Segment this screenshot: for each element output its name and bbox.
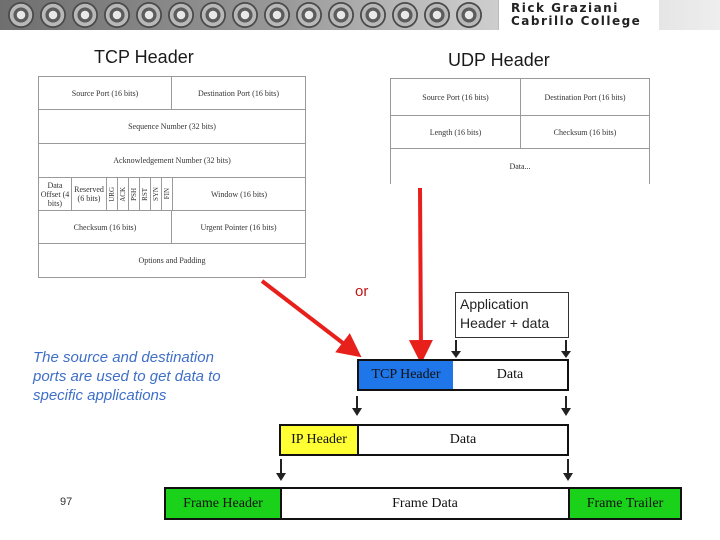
frame-header: Frame Header: [166, 489, 282, 518]
ip-packet: IP Header Data: [279, 424, 569, 456]
gear-icon: [232, 2, 258, 28]
tcp-options-field: Options and Padding: [38, 243, 306, 278]
application-header-label: Application Header + data: [455, 292, 569, 338]
connector-arrows: [276, 340, 573, 481]
author-box: Rick Graziani Cabrillo College: [498, 0, 659, 30]
ports-note: The source and destination ports are use…: [33, 349, 221, 404]
gear-icon: [8, 2, 34, 28]
udp-header-title: UDP Header: [448, 50, 550, 70]
gear-icon: [136, 2, 162, 28]
gear-icon: [328, 2, 354, 28]
gear-icon: [40, 2, 66, 28]
packet-data: Data: [449, 432, 477, 447]
author-name: Rick Graziani: [511, 1, 619, 15]
frame-data: Frame Data: [392, 495, 458, 511]
gear-icon: [200, 2, 226, 28]
gear-icon: [72, 2, 98, 28]
banner: Rick Graziani Cabrillo College: [0, 0, 720, 30]
gear-icon: [296, 2, 322, 28]
tcp-header-title: TCP Header: [94, 47, 194, 67]
or-label: or: [355, 283, 369, 300]
author-college: Cabrillo College: [511, 14, 642, 28]
slide-number: 97: [60, 496, 73, 508]
gear-icon: [104, 2, 130, 28]
red-arrow-tcp: [260, 279, 362, 358]
tcp-segment: TCP Header Data: [357, 359, 569, 391]
gear-icon: [264, 2, 290, 28]
data-frame: Frame Header Frame Data Frame Trailer: [164, 487, 682, 520]
udp-header-diagram: Source Port (16 bits) Destination Port (…: [390, 78, 650, 184]
frame-trailer: Frame Trailer: [568, 489, 680, 518]
packet-ip-header: IP Header: [281, 426, 359, 454]
red-arrow-udp: [408, 187, 433, 364]
tcp-header-diagram: Source Port (16 bits) Destination Port (…: [38, 76, 306, 278]
gear-icon: [360, 2, 386, 28]
gear-icon: [168, 2, 194, 28]
gear-icon: [392, 2, 418, 28]
gear-icon: [424, 2, 450, 28]
segment-tcp-header: TCP Header: [359, 361, 453, 389]
udp-data-field: Data...: [390, 148, 650, 184]
gear-icon: [456, 2, 482, 28]
segment-data: Data: [496, 367, 524, 382]
